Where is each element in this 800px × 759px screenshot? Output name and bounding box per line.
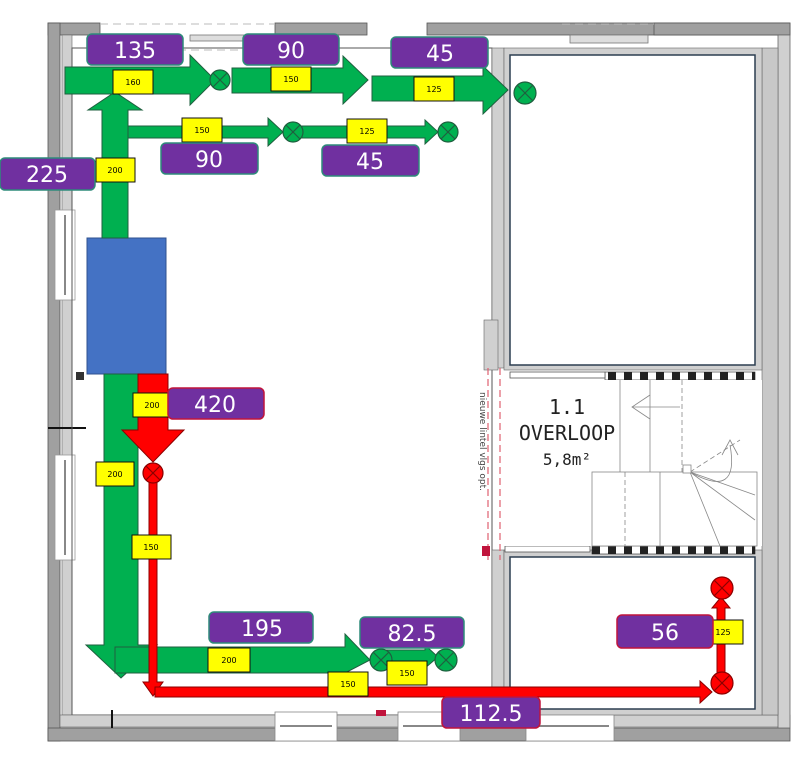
wall-right-inner [761, 47, 779, 716]
flow-label-exhaust: 420 [167, 387, 265, 420]
flow-value: 45 [356, 150, 384, 175]
flow-value: 90 [195, 148, 223, 173]
wall-plug [76, 372, 84, 380]
diameter-value: 125 [359, 127, 374, 136]
wall-left-inner [61, 34, 73, 716]
valve-icon [710, 671, 734, 695]
diameter-label: 200 [95, 461, 135, 487]
diameter-label: 160 [112, 69, 154, 95]
valve-icon [437, 121, 459, 143]
lintel-marking [482, 368, 501, 560]
flow-labels: 135 90 45 90 45 225 420 195 [0, 33, 714, 729]
wall-top-right-2 [653, 22, 791, 36]
diameter-value: 200 [107, 166, 122, 175]
floor-plan-walls [47, 22, 791, 742]
room-name: OVERLOOP [519, 421, 615, 445]
ventilation-unit [86, 237, 167, 375]
valve-icon [434, 648, 458, 672]
flow-label-supply: 135 [86, 33, 184, 66]
valve-icon [710, 576, 734, 600]
diameter-value: 160 [125, 78, 140, 87]
diameter-value: 200 [144, 401, 159, 410]
flow-value: 82.5 [388, 622, 437, 647]
wall-right-outer [777, 34, 791, 729]
diameter-value: 150 [143, 543, 158, 552]
diameter-label: 150 [386, 660, 428, 686]
window-top-frame [569, 34, 649, 44]
valve-icon [142, 462, 164, 484]
diameter-value: 200 [221, 656, 236, 665]
room-top-right-inner [509, 54, 756, 366]
lintel-note: nieuwe lintel vlgs opt. [477, 392, 487, 491]
door-sill-bottom [504, 545, 591, 553]
valve-icon [282, 121, 304, 143]
diameter-label: 125 [413, 76, 455, 102]
flow-value: 225 [26, 163, 68, 188]
diameter-value: 150 [340, 680, 355, 689]
diameter-label: 125 [346, 118, 388, 144]
flow-label-exhaust: 112.5 [441, 696, 541, 729]
flow-label-exhaust: 56 [616, 614, 714, 649]
diameter-value: 150 [283, 75, 298, 84]
diameter-value: 125 [426, 85, 441, 94]
threshold-top [604, 371, 756, 381]
wall-left-outer [47, 22, 61, 742]
room-number: 1.1 [549, 395, 585, 419]
wall-top-mid [274, 22, 368, 36]
wall-interior-jamb [483, 319, 499, 371]
flow-value: 56 [651, 621, 679, 646]
flow-label-supply: 45 [390, 36, 489, 69]
exhaust-valves [142, 462, 734, 695]
diameter-value: 125 [715, 628, 730, 637]
staircase [591, 380, 758, 547]
diameter-label: 200 [207, 647, 251, 673]
valve-icon [209, 69, 231, 91]
diameter-label: 200 [95, 157, 136, 183]
flow-value: 135 [114, 39, 156, 64]
flow-value: 112.5 [460, 702, 523, 727]
supply-valves [209, 69, 537, 672]
diameter-label: 150 [270, 66, 312, 92]
flow-label-supply: 195 [208, 611, 314, 644]
flow-value: 195 [241, 617, 283, 642]
diameter-value: 200 [107, 470, 122, 479]
diameter-label: 150 [181, 117, 223, 143]
flow-label-supply: 225 [0, 157, 96, 191]
valve-icon [513, 81, 537, 105]
door-sill-top [509, 371, 606, 379]
diameter-value: 150 [194, 126, 209, 135]
flow-label-supply: 90 [242, 33, 340, 66]
exhaust-main-arrow [120, 373, 186, 463]
flow-label-supply: 82.5 [359, 616, 465, 649]
room-area: 5,8m² [543, 450, 591, 469]
flow-label-supply: 45 [321, 144, 420, 177]
diameter-label: 200 [132, 392, 172, 418]
flow-value: 45 [426, 42, 454, 67]
diameter-value: 150 [399, 669, 414, 678]
diameter-label: 150 [327, 671, 369, 697]
room-label: 1.1 OVERLOOP 5,8m² nieuwe lintel vlgs op… [477, 392, 615, 491]
flow-value: 420 [194, 393, 236, 418]
bottom-red-marker [376, 710, 386, 716]
flow-label-supply: 90 [160, 142, 259, 175]
diameter-label: 150 [131, 534, 172, 560]
threshold-bottom [591, 545, 756, 555]
exhaust-bottom-run [154, 679, 713, 705]
flow-value: 90 [277, 39, 305, 64]
